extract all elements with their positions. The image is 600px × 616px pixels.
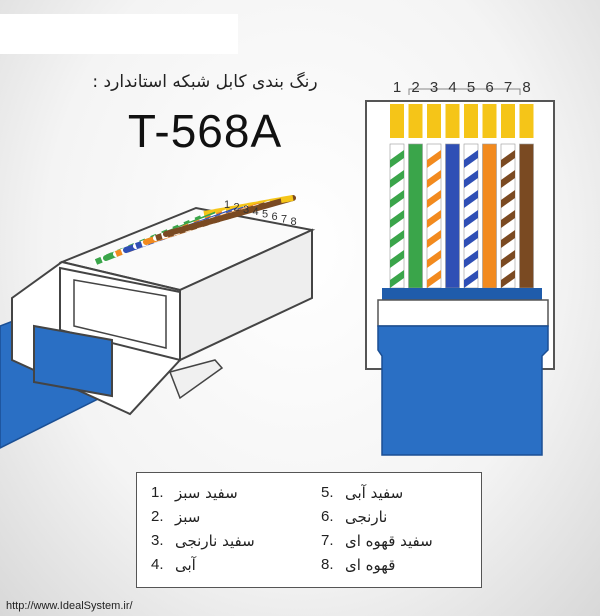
legend-item-4: 4. آبی <box>151 553 301 577</box>
legend-color-name: آبی <box>175 556 196 574</box>
legend-item-1: 1. سفید سبز <box>151 481 301 505</box>
front-pin-number-3: 3 <box>430 79 438 96</box>
front-pin-number-6: 6 <box>485 79 493 96</box>
standard-title: T-568A <box>127 105 283 157</box>
clip-inner <box>73 279 167 349</box>
iso-pin-number-7: 7 <box>281 213 287 225</box>
contact-5 <box>464 104 478 138</box>
legend-item-8: 8. قهوه ای <box>321 553 471 577</box>
legend-number: 1. <box>151 484 164 501</box>
legend-number: 6. <box>321 508 334 525</box>
iso-pin-number-2: 2 <box>234 201 240 213</box>
front-wire-3 <box>426 143 442 289</box>
front-pin-number-7: 7 <box>504 79 512 96</box>
crimp-bar <box>377 299 549 327</box>
iso-pin-number-6: 6 <box>272 211 278 223</box>
legend-item-3: 3. سفید نارنجی <box>151 529 301 553</box>
front-wire-1 <box>389 143 405 289</box>
cable-jacket-top <box>382 288 542 302</box>
front-pin-number-5: 5 <box>467 79 475 96</box>
legend-number: 8. <box>321 556 334 573</box>
iso-pin-number-5: 5 <box>262 209 268 221</box>
contact-1 <box>390 104 404 138</box>
front-wire-4 <box>445 143 460 289</box>
legend-item-5: 5. سفید آبی <box>321 481 471 505</box>
legend-number: 2. <box>151 508 164 525</box>
legend-item-7: 7. سفید قهوه ای <box>321 529 471 553</box>
front-pin-number-1: 1 <box>393 79 401 96</box>
front-pin-number-2: 2 <box>411 79 419 96</box>
pin-bracket <box>408 88 521 95</box>
iso-wire-8 <box>163 195 296 237</box>
legend-column-left: 1. سفید سبز 2. سبز 3. سفید نارنجی 4. آبی <box>151 481 301 577</box>
contact-2 <box>408 104 423 138</box>
legend-number: 3. <box>151 532 164 549</box>
latch <box>169 359 224 400</box>
contact-3 <box>427 104 441 138</box>
front-wire-5 <box>463 143 479 289</box>
iso-pin-number-8: 8 <box>291 216 297 228</box>
legend-item-2: 2. سبز <box>151 505 301 529</box>
front-wire-6 <box>482 143 497 289</box>
front-wire-8 <box>519 143 534 289</box>
contact-7 <box>501 104 515 138</box>
legend-color-name: سبز <box>175 508 201 526</box>
legend-color-name: سفید سبز <box>175 484 238 502</box>
legend-column-right: 5. سفید آبی 6. نارنجی 7. سفید قهوه ای 8. قهوه ا… <box>321 481 471 577</box>
legend-number: 7. <box>321 532 334 549</box>
legend-item-6: 6. نارنجی <box>321 505 471 529</box>
legend-number: 4. <box>151 556 164 573</box>
contact-8 <box>519 104 534 138</box>
legend-number: 5. <box>321 484 334 501</box>
iso-wires <box>93 195 296 265</box>
contact-4 <box>445 104 460 138</box>
cable-opening <box>33 324 113 398</box>
legend-color-name: سفید نارنجی <box>175 532 255 550</box>
front-wire-7 <box>500 143 516 289</box>
iso-pin-number-4: 4 <box>253 206 259 218</box>
source-url: http://www.IdealSystem.ir/ <box>6 600 133 612</box>
color-legend: 1. سفید سبز 2. سبز 3. سفید نارنجی 4. آبی 5. سفید… <box>136 472 482 588</box>
top-left-blank-banner <box>0 14 238 54</box>
cable-jacket <box>377 325 549 456</box>
front-wire-2 <box>408 143 423 289</box>
diagram-subtitle: رنگ بندی کابل شبکه استاندارد : <box>92 72 318 92</box>
front-pin-number-8: 8 <box>522 79 530 96</box>
iso-pin-number-3: 3 <box>243 204 249 216</box>
front-pin-number-4: 4 <box>448 79 456 96</box>
front-wires <box>389 143 534 289</box>
contact-6 <box>482 104 497 138</box>
legend-color-name: نارنجی <box>345 508 388 526</box>
iso-pin-number-1: 1 <box>224 199 230 211</box>
legend-color-name: سفید قهوه ای <box>345 532 433 550</box>
legend-color-name: سفید آبی <box>345 484 404 502</box>
legend-color-name: قهوه ای <box>345 556 396 574</box>
front-contacts <box>390 104 534 138</box>
